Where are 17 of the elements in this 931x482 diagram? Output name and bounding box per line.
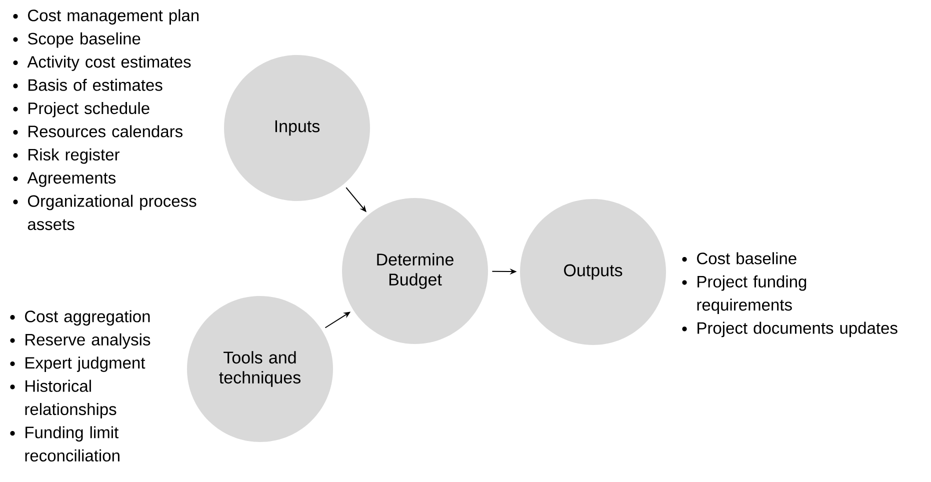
bullet-item: Project schedule bbox=[13, 102, 150, 118]
bullet-item: Expert judgment bbox=[10, 356, 146, 372]
bullet-item: Risk register bbox=[13, 148, 120, 164]
bullet-item: Project documents updates bbox=[682, 322, 898, 338]
bullet-item: Basis of estimates bbox=[13, 78, 162, 91]
bullet-item: Activity cost estimates bbox=[13, 56, 191, 71]
bullet-item: Cost management plan bbox=[13, 9, 199, 25]
bullet-item: Resources calendars bbox=[13, 125, 182, 138]
bullet-item: Scope baseline bbox=[13, 32, 140, 48]
bullet-item: Project funding requirements bbox=[682, 275, 806, 314]
bullet-item: Cost aggregation bbox=[10, 310, 150, 326]
bullet-item: Historical relationships bbox=[10, 380, 116, 418]
bullet-item: Organizational process assets bbox=[13, 194, 196, 230]
bullet-item: Agreements bbox=[13, 172, 116, 187]
bullet-item: Reserve analysis bbox=[10, 333, 150, 349]
bullet-item: Cost baseline bbox=[682, 252, 796, 264]
bullet-item: Funding limit reconciliation bbox=[10, 426, 120, 462]
